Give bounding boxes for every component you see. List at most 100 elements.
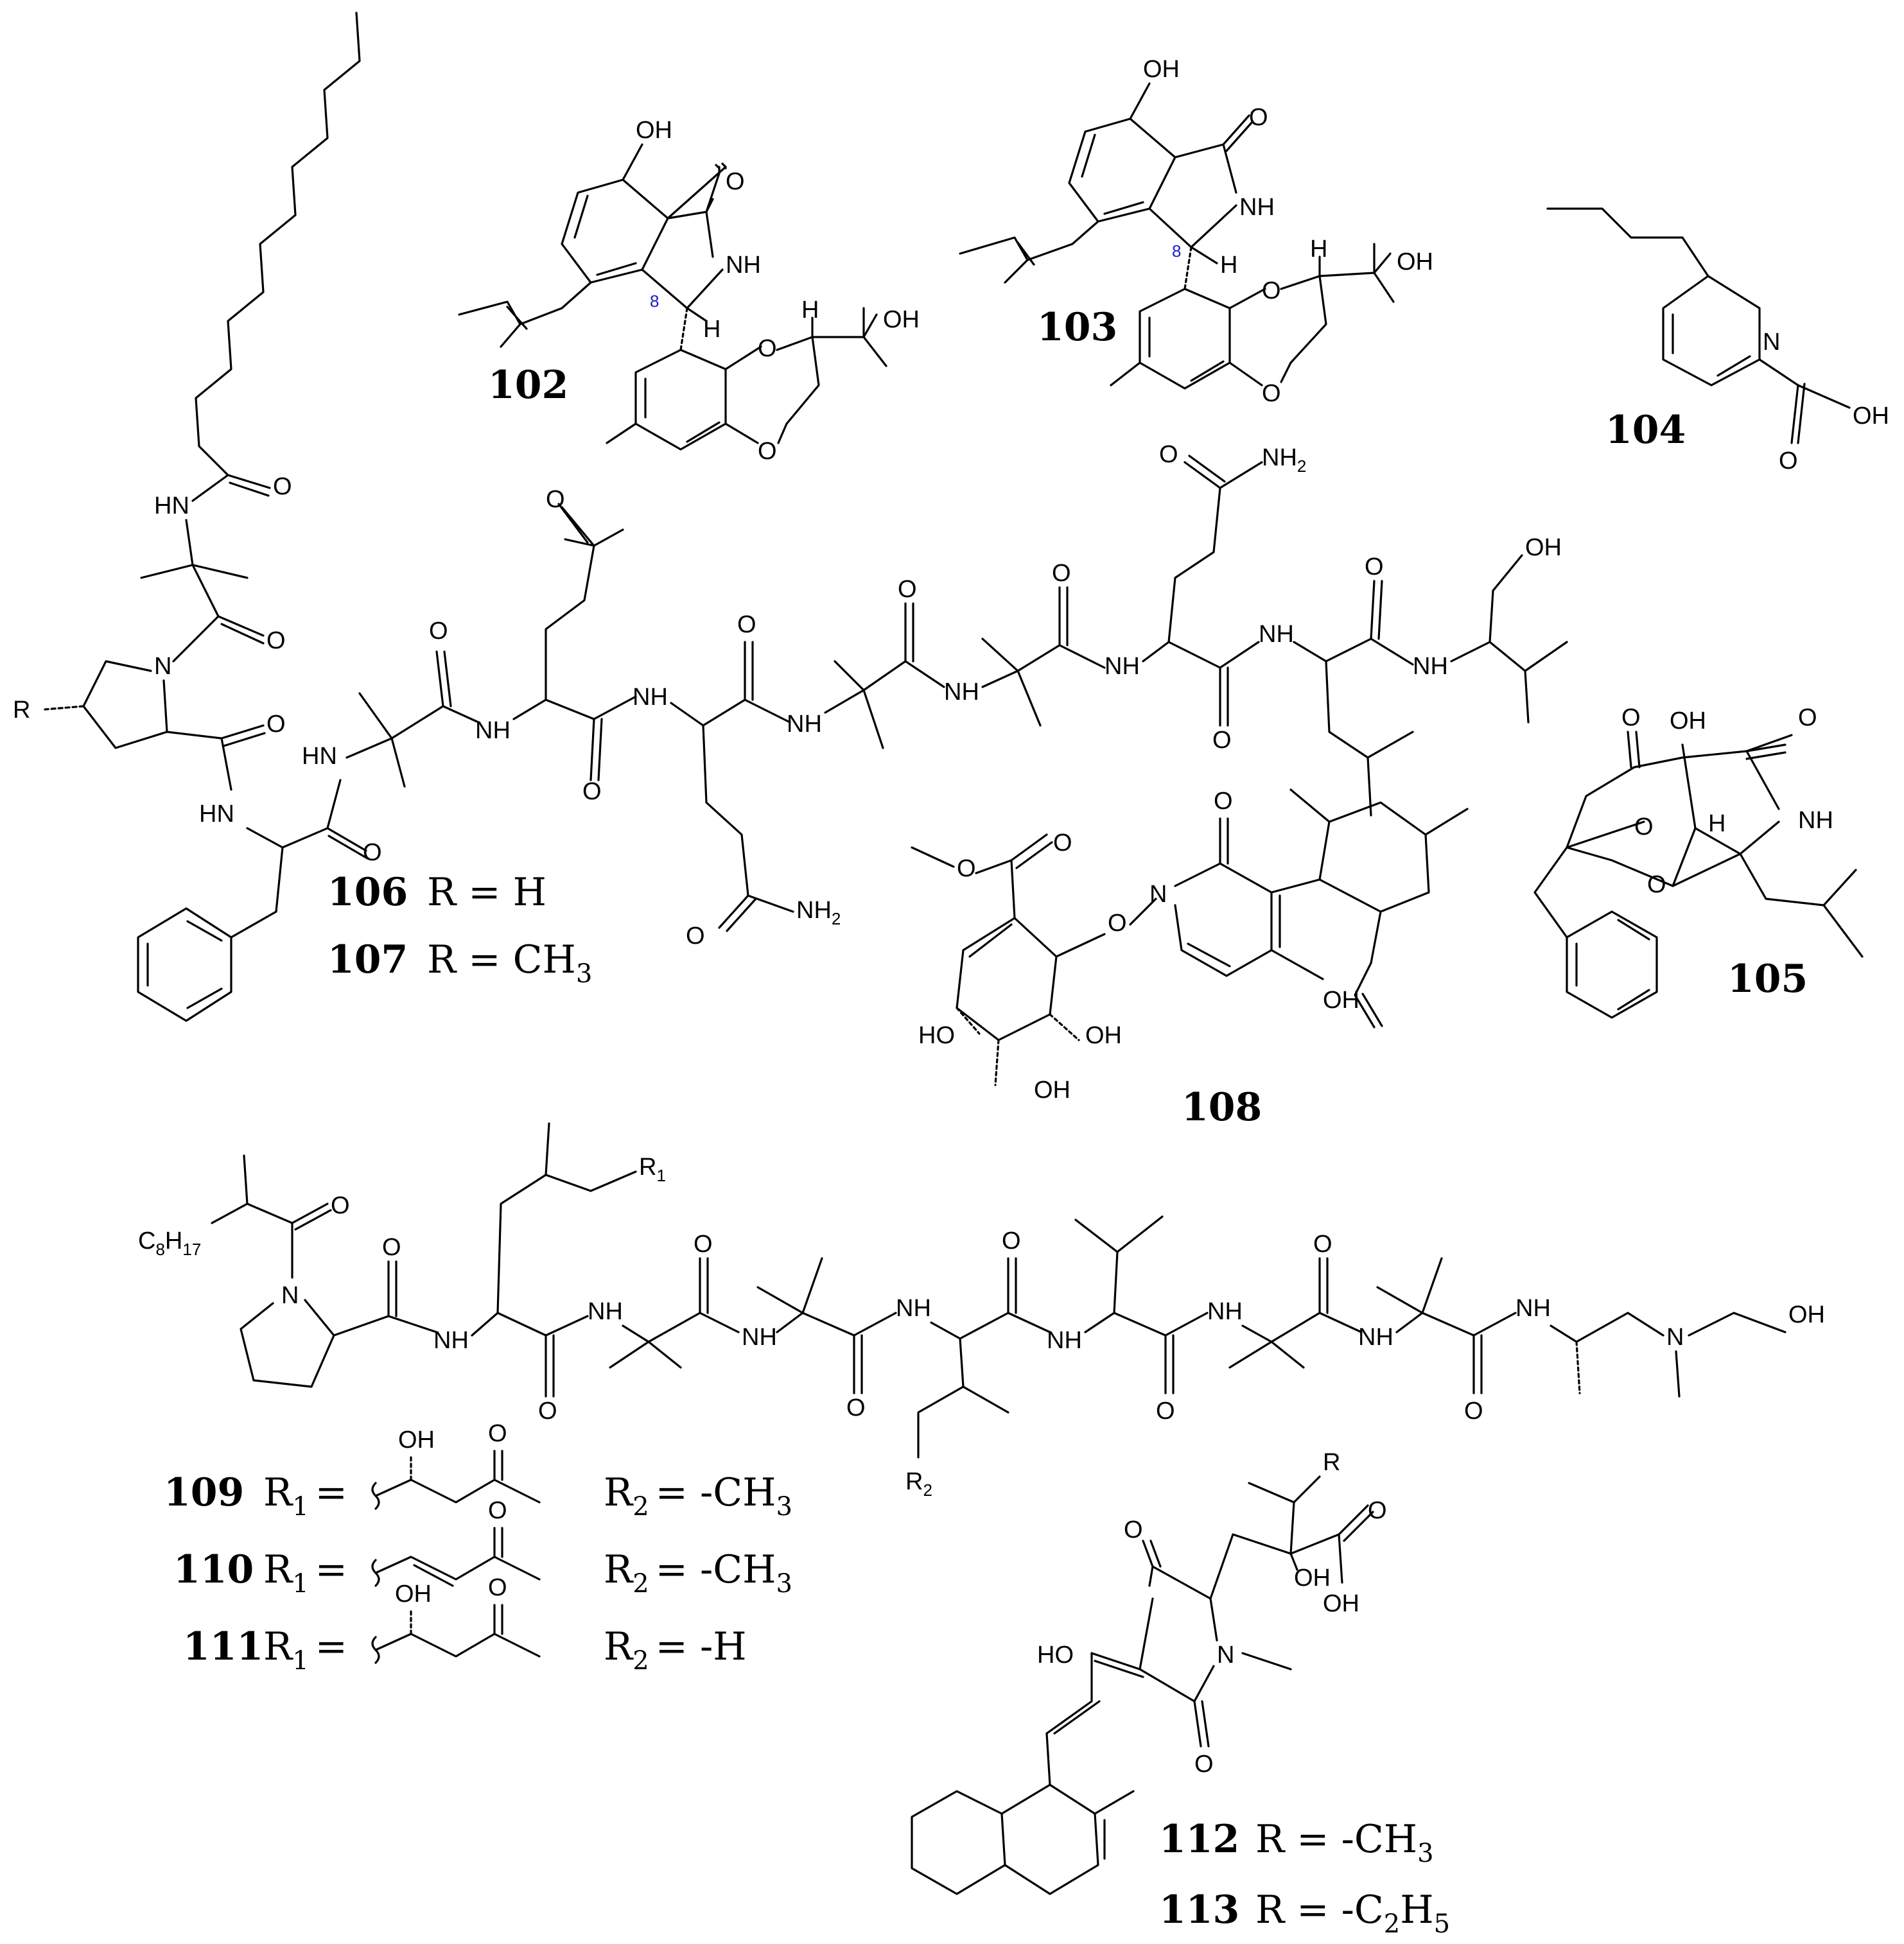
atom-oh: OH (1525, 534, 1562, 561)
atom-o: O (331, 1192, 350, 1219)
atom-o: O (488, 1420, 507, 1447)
atom-o: O (1262, 380, 1281, 407)
atom-o: O (957, 855, 976, 882)
atom-o: O (488, 1574, 507, 1601)
atom-c8h17: C8H17 (138, 1228, 201, 1259)
label-110-r1: R1= (263, 1547, 347, 1599)
atom-nh: NH (1358, 1324, 1393, 1351)
atom-o: O (266, 627, 286, 654)
atom-oh: OH (1323, 1590, 1359, 1617)
atom-o: O (382, 1234, 401, 1261)
atom-o: O (758, 438, 777, 465)
atom-o: O (686, 923, 705, 950)
label-108: 108 (1182, 1085, 1262, 1130)
label-110-r2: R2= -CH3 (604, 1547, 792, 1599)
atom-h: H (1220, 252, 1237, 279)
atom-o: O (429, 618, 448, 645)
atom-ho: HO (918, 1022, 955, 1049)
label-103: 103 (1037, 305, 1117, 350)
atom-o: O (726, 168, 745, 195)
label-107-r: R = CH3 (427, 937, 592, 989)
atom-nh: NH (896, 1295, 931, 1322)
atom-oh: OH (1853, 403, 1889, 430)
label-104: 104 (1605, 408, 1686, 453)
label-105: 105 (1727, 957, 1808, 1002)
label-110: 110 (173, 1547, 254, 1592)
label-109-r2: R2= -CH3 (604, 1470, 792, 1522)
label-106-r: R = H (427, 870, 546, 915)
atom-oh: OH (1294, 1565, 1331, 1592)
atom-o: O (546, 486, 565, 513)
atom-o: O (1002, 1228, 1021, 1254)
atom-o: O (582, 778, 602, 805)
structure-108: O O HO OH OH O N O OH 108 (911, 788, 1469, 1130)
atom-oh: OH (1143, 56, 1180, 83)
atom-o: O (1634, 813, 1654, 840)
atom-o: O (1249, 104, 1268, 131)
atom-hn: HN (302, 743, 337, 770)
atom-nh: NH (1105, 653, 1140, 680)
label-107: 107 (328, 937, 408, 982)
atom-nh: NH (1413, 653, 1448, 680)
atom-n: N (1763, 329, 1780, 356)
atom-nh: NH (1047, 1327, 1082, 1354)
atom-nh2: NH2 (1262, 444, 1306, 476)
atom-n: N (1666, 1324, 1684, 1351)
atom-h: H (703, 316, 721, 343)
atom-o: O (488, 1497, 507, 1524)
label-111-r2: R2= -H (604, 1624, 747, 1676)
atom-oh: OH (398, 1427, 435, 1454)
atom-o: O (273, 473, 292, 500)
atom-o: O (1212, 727, 1232, 754)
atom-o: O (538, 1398, 557, 1425)
atom-nh: NH (1207, 1298, 1243, 1325)
atom-ho: HO (1037, 1642, 1074, 1669)
atom-oh: OH (395, 1581, 432, 1608)
atom-oh: OH (1397, 248, 1433, 275)
atom-h: H (1310, 236, 1327, 263)
atom-o: O (846, 1394, 866, 1421)
atom-nh: NH (433, 1327, 469, 1354)
atom-o: O (758, 335, 777, 362)
atom-n: N (1217, 1642, 1234, 1669)
atom-r: R (1323, 1449, 1340, 1476)
structure-106-107: O HN O N R O HN O HN O NH (13, 12, 1568, 1022)
label-112-r: R = -CH3 (1255, 1817, 1434, 1868)
atom-o: O (1159, 441, 1178, 468)
atom-o: O (898, 576, 917, 603)
atom-o: O (1313, 1231, 1332, 1258)
atom-o: O (1124, 1516, 1143, 1543)
structure-104: N O OH 104 (1546, 207, 1889, 474)
atom-oh: OH (1788, 1301, 1825, 1328)
structure-109-111: C8H17 O N O NH R1 O NH O NH O NH R2 (138, 1122, 1825, 1676)
atom-o: O (1798, 704, 1817, 731)
atom-r1: R1 (639, 1154, 666, 1185)
atom-o: O (1214, 788, 1233, 815)
stereo-label-8: 8 (1172, 241, 1181, 261)
atom-nh: NH (726, 252, 761, 279)
structure-105: O OH O NH H O O 105 (1533, 704, 1864, 1019)
atom-nh: NH (944, 679, 979, 706)
atom-hn: HN (154, 492, 189, 519)
atom-oh: OH (1670, 707, 1706, 734)
atom-n: N (154, 653, 171, 680)
atom-o: O (266, 711, 286, 738)
atom-nh2: NH2 (796, 897, 841, 928)
atom-nh: NH (1239, 194, 1275, 221)
atom-o: O (1621, 704, 1641, 731)
label-102: 102 (488, 363, 568, 408)
label-111: 111 (183, 1624, 263, 1669)
atom-o: O (1052, 560, 1071, 587)
atom-r: R (13, 697, 30, 724)
atom-nh: NH (1798, 807, 1833, 834)
atom-r2: R2 (905, 1468, 932, 1500)
atom-oh: OH (1085, 1022, 1122, 1049)
atom-oh: OH (636, 117, 672, 144)
atom-nh: NH (588, 1298, 623, 1325)
atom-o: O (1156, 1398, 1175, 1425)
atom-oh: OH (883, 306, 920, 333)
atom-o: O (694, 1231, 713, 1258)
atom-h: H (1708, 810, 1725, 837)
atom-o: O (1108, 910, 1127, 937)
label-109: 109 (164, 1470, 244, 1515)
